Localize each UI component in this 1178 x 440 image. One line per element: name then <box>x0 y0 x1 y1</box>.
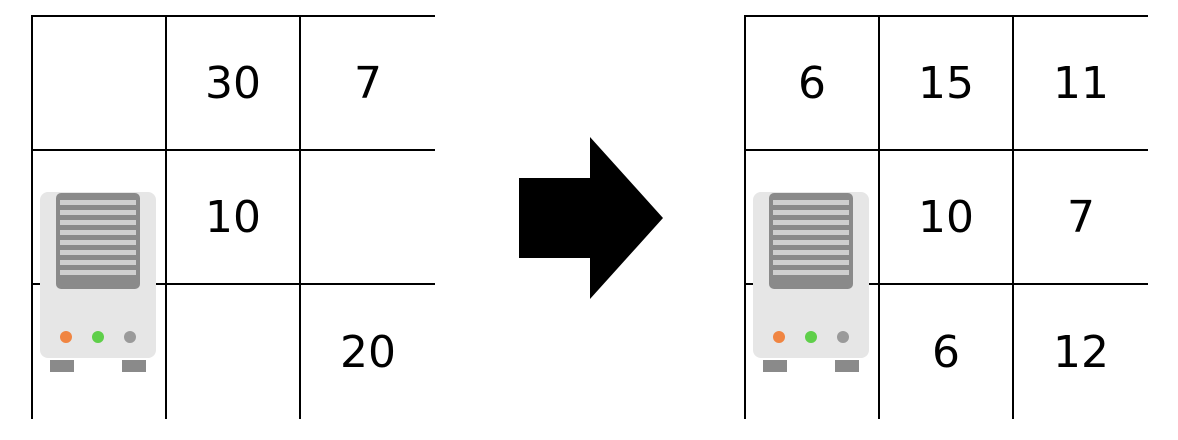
green-light-icon <box>805 331 817 343</box>
orange-light-icon <box>60 331 72 343</box>
before-cell-1-3: 7 <box>301 17 435 151</box>
machine-icon <box>753 192 869 372</box>
after-cell-1-3: 11 <box>1014 17 1148 151</box>
before-grid: 30 7 10 20 <box>31 15 435 419</box>
after-cell-3-2: 6 <box>880 285 1014 419</box>
machine-foot-left <box>763 360 787 372</box>
after-cell-1-2: 15 <box>880 17 1014 151</box>
vent-slats <box>60 200 136 275</box>
orange-light-icon <box>773 331 785 343</box>
machine-icon <box>40 192 156 372</box>
right-arrow-icon <box>519 137 663 299</box>
after-cell-3-3: 12 <box>1014 285 1148 419</box>
before-cell-3-3: 20 <box>301 285 435 419</box>
before-cell-3-2 <box>167 285 301 419</box>
after-cell-2-3: 7 <box>1014 151 1148 285</box>
gray-light-icon <box>124 331 136 343</box>
after-cell-2-2: 10 <box>880 151 1014 285</box>
machine-foot-right <box>835 360 859 372</box>
green-light-icon <box>92 331 104 343</box>
after-grid: 6 15 11 10 7 6 12 <box>744 15 1148 419</box>
before-cell-2-2: 10 <box>167 151 301 285</box>
vent-slats <box>773 200 849 275</box>
before-cell-1-2: 30 <box>167 17 301 151</box>
machine-foot-right <box>122 360 146 372</box>
gray-light-icon <box>837 331 849 343</box>
before-cell-1-1 <box>33 17 167 151</box>
after-cell-1-1: 6 <box>746 17 880 151</box>
machine-foot-left <box>50 360 74 372</box>
before-cell-2-3 <box>301 151 435 285</box>
